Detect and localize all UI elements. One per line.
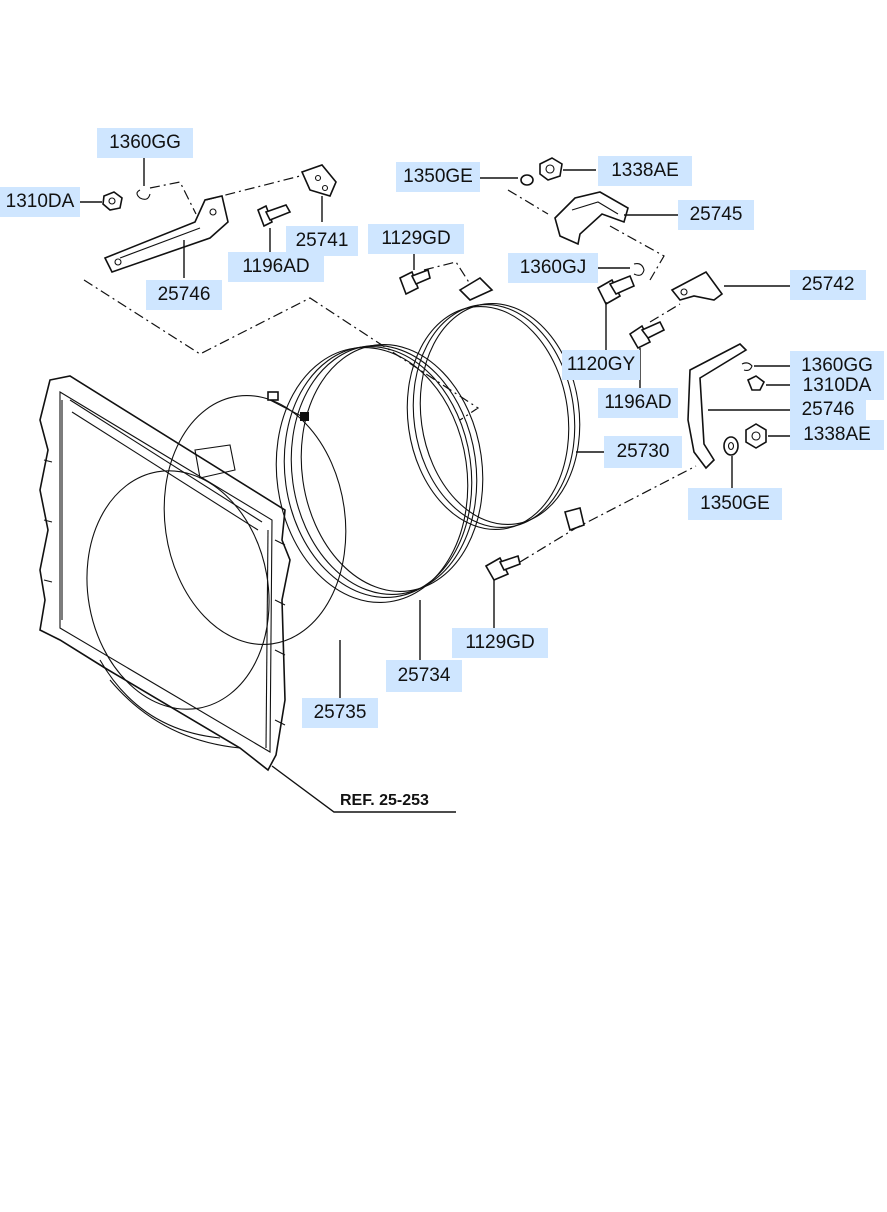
part-label-1196AD-right: 1196AD: [598, 388, 678, 418]
part-label-1129GD-bottom: 1129GD: [452, 628, 548, 658]
part-number: 1129GD: [465, 632, 534, 653]
assembly-dash-lines: [83, 175, 697, 563]
part-label-1129GD-top: 1129GD: [368, 224, 464, 254]
part-number: 1129GD: [381, 228, 450, 249]
part-number: 1310DA: [6, 191, 75, 212]
part-number: 1196AD: [604, 392, 671, 413]
bolt-1120GY: [596, 274, 636, 306]
part-number: 25734: [398, 665, 451, 686]
nut-1338AE-right: [745, 423, 767, 449]
part-number: 25735: [314, 702, 367, 723]
reference-label: REF. 25-253: [340, 792, 429, 809]
part-label-1196AD-top: 1196AD: [228, 252, 324, 282]
part-label-25735: 25735: [302, 698, 378, 728]
bolt-1196AD-top: [256, 204, 292, 228]
part-number: 1338AE: [803, 424, 871, 445]
washer-1350GE-top: [520, 174, 534, 186]
part-number: 25746: [158, 284, 211, 305]
part-label-1338AE-right: 1338AE: [790, 420, 884, 450]
shroud-ring-25730: [406, 276, 585, 532]
part-number: 1120GY: [567, 354, 636, 375]
part-label-25746-top: 25746: [146, 280, 222, 310]
part-label-25742: 25742: [790, 270, 866, 300]
part-number: 1196AD: [242, 256, 309, 277]
part-number: 1350GE: [403, 166, 473, 187]
part-label-1360GG-top: 1360GG: [97, 128, 193, 158]
bolt-1196AD-right: [628, 320, 666, 350]
washer-1360GG-right: [741, 362, 753, 372]
part-number: 1360GJ: [520, 257, 587, 278]
part-number: 1338AE: [611, 160, 679, 181]
part-number: 1360GG: [109, 132, 181, 153]
part-label-25745: 25745: [678, 200, 754, 230]
shroud-frame: [39, 375, 291, 772]
part-label-25730: 25730: [604, 436, 682, 468]
part-number: 25741: [296, 230, 349, 251]
washer-1360GG-top: [136, 189, 151, 200]
part-number: 1310DA: [803, 375, 872, 396]
bracket-25746-top: [103, 195, 229, 273]
part-number: 1350GE: [700, 493, 770, 514]
bolt-1129GD-bottom: [484, 554, 521, 582]
shroud-ring-25734: [275, 344, 484, 603]
part-number: 25730: [617, 441, 670, 462]
bracket-25745: [554, 191, 629, 246]
part-number: 25742: [802, 274, 855, 295]
part-number: 1360GG: [801, 355, 873, 376]
washer-1350GE-right: [723, 436, 739, 456]
part-label-1350GE-right: 1350GE: [688, 488, 782, 520]
part-label-1310DA-left: 1310DA: [0, 187, 80, 217]
part-label-1338AE-top: 1338AE: [598, 156, 692, 186]
nut-1338AE-top: [539, 157, 563, 181]
part-number: 25746: [802, 399, 855, 420]
part-label-1360GJ: 1360GJ: [508, 253, 598, 283]
shroud-ring-25735: [163, 391, 347, 645]
part-label-25741: 25741: [286, 226, 358, 256]
washer-1360GJ: [633, 263, 645, 276]
part-label-25746-right: 25746: [790, 396, 866, 424]
bolt-1129GD-top: [398, 268, 431, 296]
bracket-25746-right: [687, 343, 748, 470]
nut-1310DA-right: [746, 375, 766, 391]
part-label-25734: 25734: [386, 660, 462, 692]
part-label-1350GE-top: 1350GE: [396, 162, 480, 192]
bracket-25741: [300, 164, 337, 197]
nut-1310DA-left: [102, 191, 123, 211]
part-number: 25745: [690, 204, 743, 225]
bracket-25742: [670, 270, 724, 301]
part-label-1120GY: 1120GY: [562, 350, 640, 380]
part-label-1310DA-right: 1310DA: [790, 372, 884, 400]
